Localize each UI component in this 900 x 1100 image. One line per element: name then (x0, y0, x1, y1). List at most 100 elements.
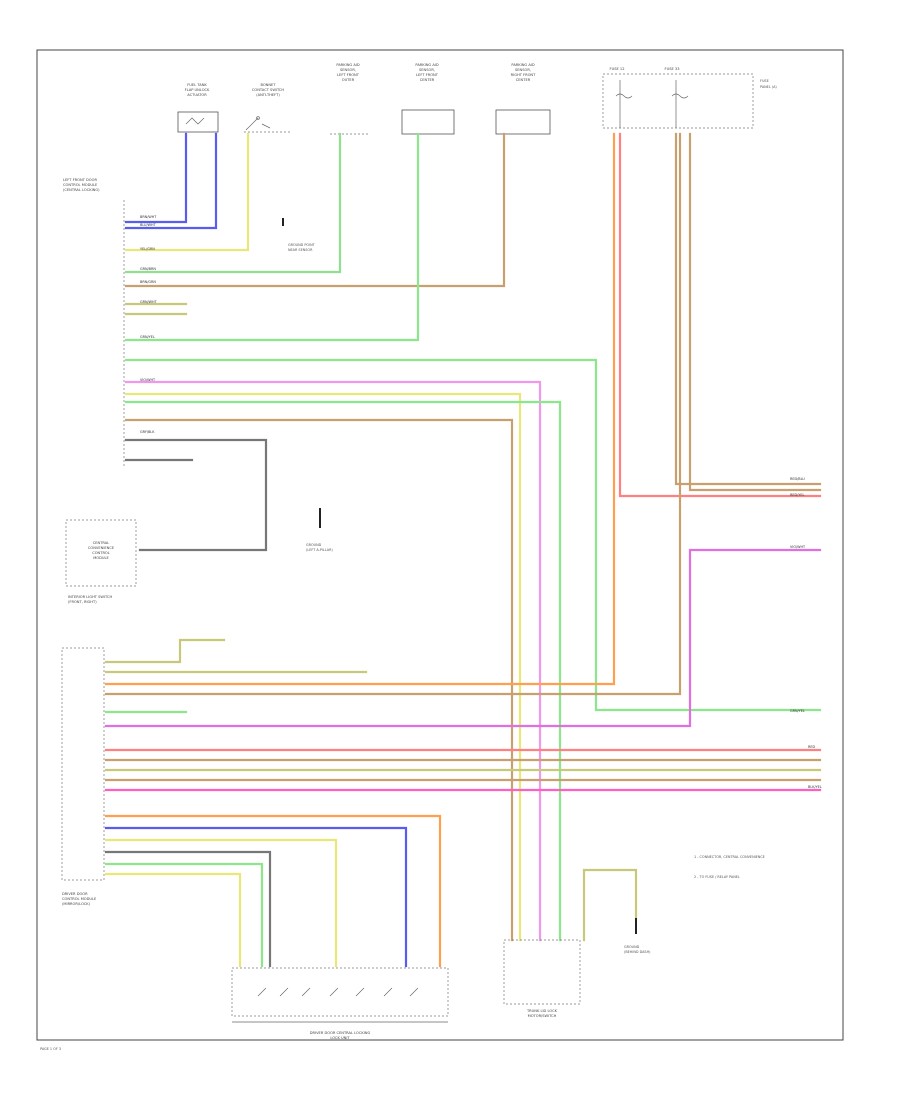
wire-label: GRN/WHT (140, 300, 158, 304)
component-label-line: ACTUATOR (187, 93, 207, 97)
wire-pink (124, 380, 542, 942)
ground-note: GROUND POINT (288, 243, 316, 247)
wire-yellow (124, 392, 522, 942)
component-label-line: LEFT FRONT (337, 73, 360, 77)
fuse-note: PANEL (A) (760, 85, 777, 89)
ground-note: GROUND (306, 543, 322, 547)
component-label-line: (CENTRAL LOCKING) (63, 188, 100, 192)
component-label-line: LEFT FRONT (416, 73, 439, 77)
wire-label: BLK/YEL (808, 785, 822, 789)
wire-orange (104, 814, 442, 968)
component-label-line: SENSOR, (340, 68, 356, 72)
component-label-line: FLAP UNLOCK (185, 88, 210, 92)
fuse-label: FUSE 12 (610, 67, 625, 71)
wire-label: GRN/YEL (790, 709, 805, 713)
bonnet-contact-switch: BONNET CONTACT SWITCH (ANTI-THEFT) (244, 83, 290, 133)
wire-tan (674, 132, 822, 486)
wire-label: VIO/WHT (140, 378, 156, 382)
wire-tan (104, 132, 682, 696)
ground-note: (LEFT A-PILLAR) (306, 548, 333, 552)
component-label-line: LOCK UNIT (330, 1036, 350, 1040)
component-label-line: TRUNK LID LOCK (526, 1009, 558, 1013)
component-label-line: OUTER (342, 78, 355, 82)
fuse-note: FUSE (760, 79, 769, 83)
component-label-line: RIGHT FRONT (511, 73, 536, 77)
wire-green (124, 132, 342, 274)
driver-door-module: DRIVER DOOR CONTROL MODULE (MIRROR/LOCK) (61, 647, 105, 906)
page-number: PAGE 1 OF 3 (40, 1047, 61, 1051)
wire-orange (104, 132, 616, 686)
component-label-line: CONTACT SWITCH (252, 88, 285, 92)
wire-blue (124, 132, 188, 224)
ground-icon: GROUND (BEHIND DASH) (624, 918, 651, 954)
component-label-line: CENTRAL (93, 541, 109, 545)
wire-yellow (104, 872, 242, 968)
component-label-line: CONTROL MODULE (62, 897, 97, 901)
wire-blue (104, 826, 408, 968)
driver-door-lock-unit: DRIVER DOOR CENTRAL LOCKING LOCK UNIT (231, 967, 449, 1040)
component-label-line: CONTROL MODULE (63, 183, 98, 187)
wire-lightgreen (104, 862, 264, 968)
wire-tan (124, 418, 514, 942)
parking-sensor-right-front-center: PARKING AID SENSOR, RIGHT FRONT CENTER (495, 63, 551, 135)
wire-label: RED/YEL (790, 493, 804, 497)
trunk-lid-lock: TRUNK LID LOCK MOTOR/SWITCH (503, 939, 581, 1018)
wire-label: BLU/WHT (140, 223, 157, 227)
component-label-line: PARKING AID (336, 63, 359, 67)
ground-symbols: GROUND POINT NEAR SENSOR GROUND (LEFT A-… (282, 218, 651, 954)
fuel-tank-flap-actuator: FUEL TANK FLAP UNLOCK ACTUATOR (177, 83, 219, 133)
component-label-line: (ANTI-THEFT) (256, 93, 280, 97)
legend-item: 2 - TO FUSE / RELAY PANEL (694, 875, 740, 879)
parking-sensor-left-front-outer: PARKING AID SENSOR, LEFT FRONT OUTER (330, 63, 370, 135)
component-label-line: LEFT FRONT DOOR (63, 178, 97, 182)
wire-lightgreen (124, 358, 822, 712)
wire-violet (104, 548, 822, 728)
fuse-panel: FUSE 12 FUSE 33 FUSE PANEL (A) (602, 67, 777, 129)
component-label-line: CONTROL (92, 551, 110, 555)
wire-label: VIO/WHT (790, 545, 806, 549)
wire-group (104, 132, 822, 968)
left-front-door-module: LEFT FRONT DOOR CONTROL MODULE (CENTRAL … (63, 178, 125, 468)
wire-label: BRN/GRN (140, 280, 156, 284)
wire-label: BRN/WHT (140, 215, 157, 219)
wire-olive (582, 868, 638, 942)
wire-tan (124, 132, 506, 288)
wire-label: GRN/BRN (140, 267, 156, 271)
component-label-line: DRIVER DOOR (62, 892, 88, 896)
wire-red (618, 132, 822, 498)
ground-note: GROUND (624, 945, 640, 949)
component-label-line: BONNET (260, 83, 276, 87)
parking-sensor-left-front-center: PARKING AID SENSOR, LEFT FRONT CENTER (401, 63, 455, 135)
component-label-line: PARKING AID (415, 63, 438, 67)
wire-label-group: BRN/WHT BLU/WHT YEL/GRN GRN/BRN BRN/GRN … (140, 215, 822, 789)
component-label-line: SENSOR, (419, 68, 435, 72)
wire-label: YEL/GRN (140, 247, 155, 251)
component-label-line: (FRONT, RIGHT) (68, 600, 97, 604)
component-label-line: INTERIOR LIGHT SWITCH (68, 595, 113, 599)
wire-label: GRY/BLK (140, 430, 155, 434)
ground-note: NEAR SENSOR (288, 248, 313, 252)
wire-yellow (104, 838, 338, 968)
wire-olive (104, 638, 226, 664)
wire-label: RED (808, 745, 815, 749)
wire-gray (104, 850, 272, 968)
component-label-line: MOTOR/SWITCH (528, 1014, 557, 1018)
legend-item: 1 - CONNECTOR, CENTRAL CONVENIENCE (694, 855, 765, 859)
wire-yellow (124, 132, 250, 252)
component-label-line: DRIVER DOOR CENTRAL LOCKING (310, 1031, 371, 1035)
wire-tan (688, 132, 822, 492)
ground-note: (BEHIND DASH) (624, 950, 651, 954)
component-label-line: CENTER (420, 78, 435, 82)
wire-label: RED/BLU (790, 477, 805, 481)
wire-label: GRN/YEL (140, 335, 155, 339)
component-label-line: MODULE (93, 556, 109, 560)
component-label-line: PARKING AID (511, 63, 534, 67)
fuse-label: FUSE 33 (665, 67, 680, 71)
component-label-line: (MIRROR/LOCK) (62, 902, 91, 906)
diagram-frame (36, 49, 844, 1041)
component-label-line: FUEL TANK (187, 83, 207, 87)
component-label-line: CONVENIENCE (88, 546, 115, 550)
wire-lightgreen (124, 132, 420, 342)
wire-gray (124, 438, 268, 552)
